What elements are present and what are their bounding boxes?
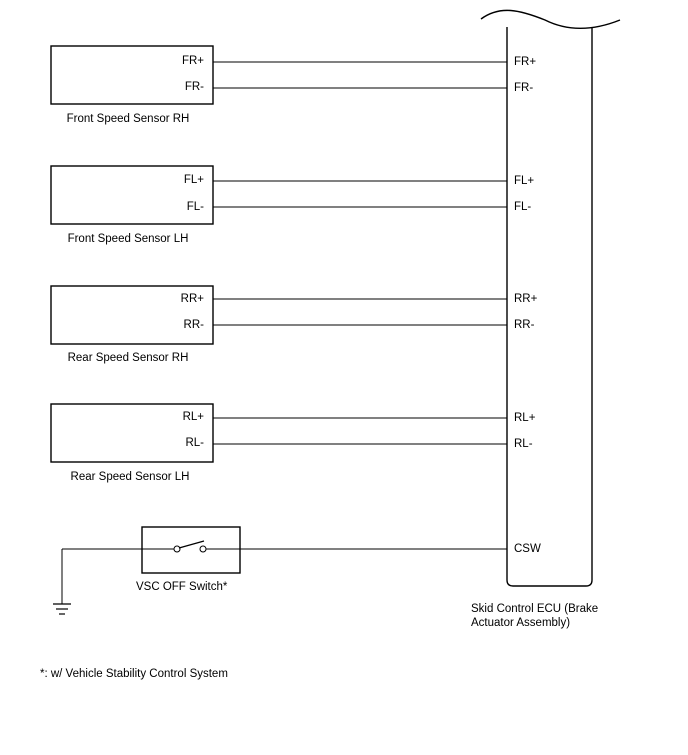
pin-label-fr-plus: FR+ [181,55,204,67]
sensor-caption-front-rh: Front Speed Sensor RH [66,113,190,125]
sensor-box-front-lh [50,165,214,225]
sensor-box-front-rh [50,45,214,105]
ecu-pin-fr-plus: FR+ [514,56,537,68]
ecu-pin-rl-plus: RL+ [514,412,536,424]
sensor-box-rear-rh [50,285,214,345]
ecu-body [506,27,593,587]
pin-label-fl-minus: FL- [186,201,204,213]
footnote: *: w/ Vehicle Stability Control System [40,668,228,680]
ground-icon [53,603,71,615]
sensor-caption-rear-rh: Rear Speed Sensor RH [67,352,189,364]
pin-label-fr-minus: FR- [184,81,204,93]
pin-label-fl-plus: FL+ [183,174,204,186]
sensor-caption-rear-lh: Rear Speed Sensor LH [70,471,190,483]
ecu-pin-rr-plus: RR+ [514,293,538,305]
ecu-caption-line1: Skid Control ECU (Brake [471,603,599,615]
pin-label-rr-minus: RR- [183,319,204,331]
switch-caption: VSC OFF Switch* [136,581,228,593]
switch-box [141,526,241,574]
pin-label-rl-plus: RL+ [182,411,204,423]
ecu-pin-fr-minus: FR- [514,82,534,94]
ecu-caption-line2: Actuator Assembly) [471,617,571,629]
ecu-pin-rl-minus: RL- [514,438,533,450]
sensor-box-rear-lh [50,403,214,463]
switch-contact-icon [142,540,240,553]
ecu-break-line [480,9,621,29]
ecu-pin-rr-minus: RR- [514,319,535,331]
ecu-pin-fl-plus: FL+ [514,175,535,187]
pin-label-rl-minus: RL- [185,437,204,449]
pin-label-rr-plus: RR+ [180,293,204,305]
ecu-pin-csw: CSW [514,543,541,555]
ecu-pin-fl-minus: FL- [514,201,532,213]
sensor-caption-front-lh: Front Speed Sensor LH [67,233,189,245]
